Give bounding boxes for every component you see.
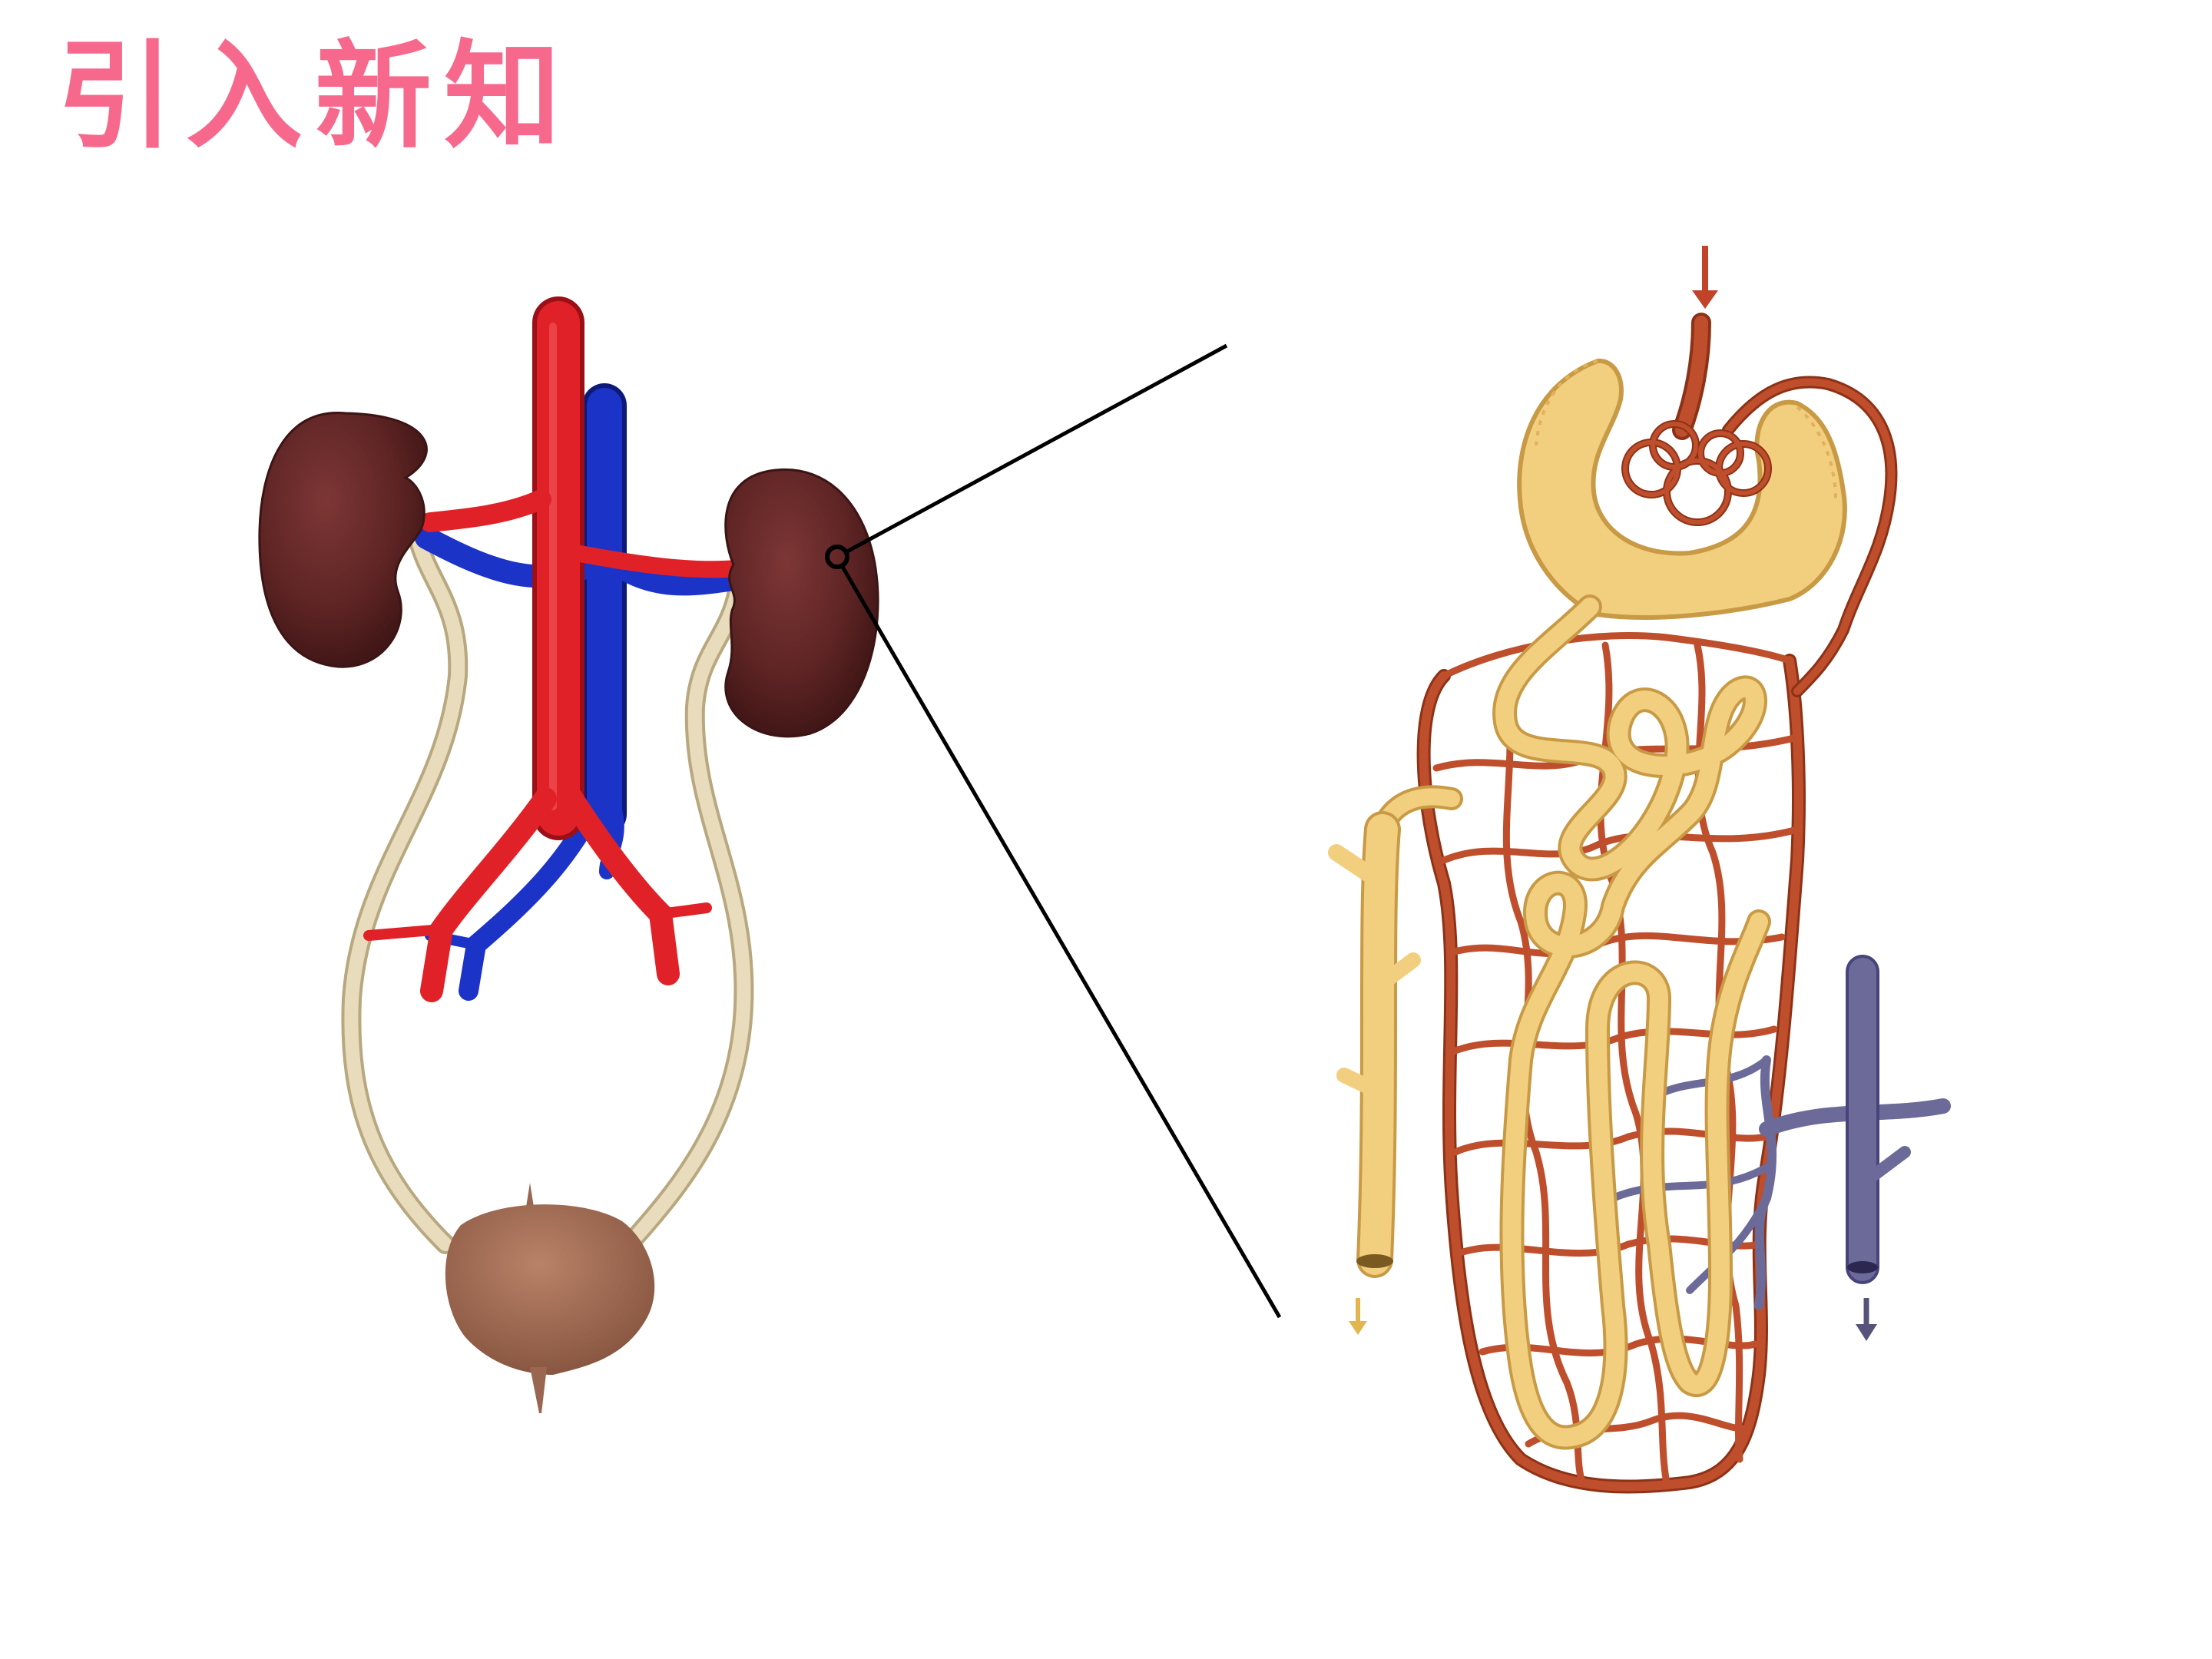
arrow-down-icon	[1856, 1298, 1877, 1341]
glomerulus	[1621, 313, 1898, 697]
arrow-down-icon	[1349, 1298, 1367, 1335]
aorta	[363, 296, 746, 1002]
slide-title: 引入新知	[57, 28, 573, 164]
right-renal-artery	[568, 545, 746, 578]
right-kidney	[724, 468, 879, 738]
bladder	[445, 1183, 655, 1413]
nephron-detail	[1328, 246, 1951, 1494]
bowmans-capsule	[1517, 358, 1847, 620]
renal-tubule	[1328, 594, 1771, 1450]
urinary-system	[258, 296, 879, 1413]
left-kidney	[258, 412, 428, 668]
arrow-down-icon	[1692, 246, 1718, 309]
leader-line-top	[846, 343, 1228, 554]
left-renal-artery	[420, 489, 551, 532]
ureters	[341, 531, 754, 1254]
leader-line-bottom	[840, 565, 1282, 1319]
callout	[825, 343, 1282, 1319]
callout-marker	[825, 545, 849, 569]
